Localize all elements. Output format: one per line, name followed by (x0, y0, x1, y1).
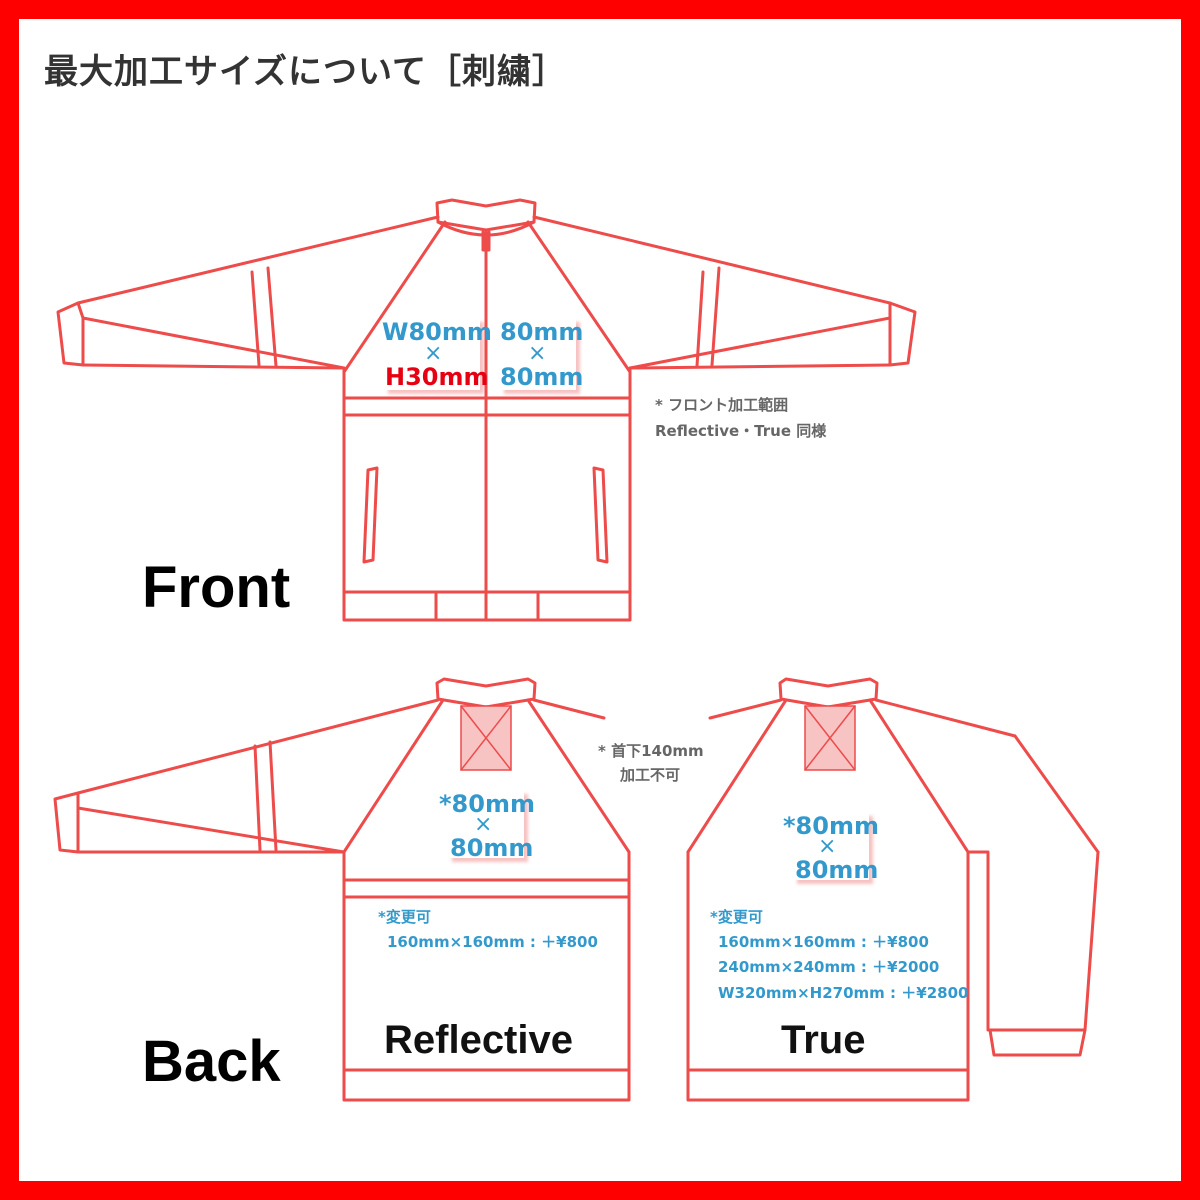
front-jacket-outline (56, 198, 917, 622)
right-chest-area (500, 318, 576, 390)
true-size-height: 80mm (795, 856, 879, 884)
true-size-area (793, 812, 869, 880)
reflective-size-times: × (474, 812, 493, 837)
true-label: True (781, 1018, 866, 1062)
reflective-size-height: 80mm (450, 834, 534, 862)
right-chest-width: 80mm (500, 318, 584, 346)
page-title: 最大加工サイズについて［刺繍］ (44, 52, 567, 92)
reflective-size-width: *80mm (439, 790, 535, 818)
back-view-label: Back (142, 1029, 281, 1094)
back-note-line2: 加工不可 (620, 766, 681, 784)
reflective-jacket-outline (53, 677, 631, 1102)
front-note-line1: * フロント加工範囲 (655, 396, 789, 414)
reflective-option-1: 160mm×160mm : ＋¥800 (387, 933, 598, 951)
reflective-no-embroidery-zone (460, 705, 512, 771)
reflective-options-title: *変更可 (378, 908, 431, 926)
front-note-line2: Reflective・True 同様 (655, 422, 827, 440)
reflective-size-area (448, 790, 524, 858)
left-chest-area (384, 318, 480, 390)
true-option-1: 160mm×160mm : ＋¥800 (718, 933, 929, 951)
left-chest-width: W80mm (382, 318, 492, 346)
front-view-label: Front (142, 555, 291, 620)
true-options-title: *変更可 (710, 908, 763, 926)
back-note-line1: * 首下140mm (598, 742, 704, 760)
true-no-embroidery-zone (804, 705, 856, 771)
reflective-label: Reflective (384, 1018, 573, 1062)
true-jacket-outline (686, 677, 1100, 1102)
right-chest-times: × (528, 341, 547, 366)
true-option-3: W320mm×H270mm : ＋¥2800 (718, 984, 969, 1002)
right-chest-height: 80mm (500, 363, 584, 391)
true-option-2: 240mm×240mm : ＋¥2000 (718, 958, 940, 976)
left-chest-height: H30mm (385, 363, 489, 391)
true-size-width: *80mm (783, 812, 879, 840)
left-chest-times: × (424, 341, 443, 366)
true-size-times: × (818, 834, 837, 859)
